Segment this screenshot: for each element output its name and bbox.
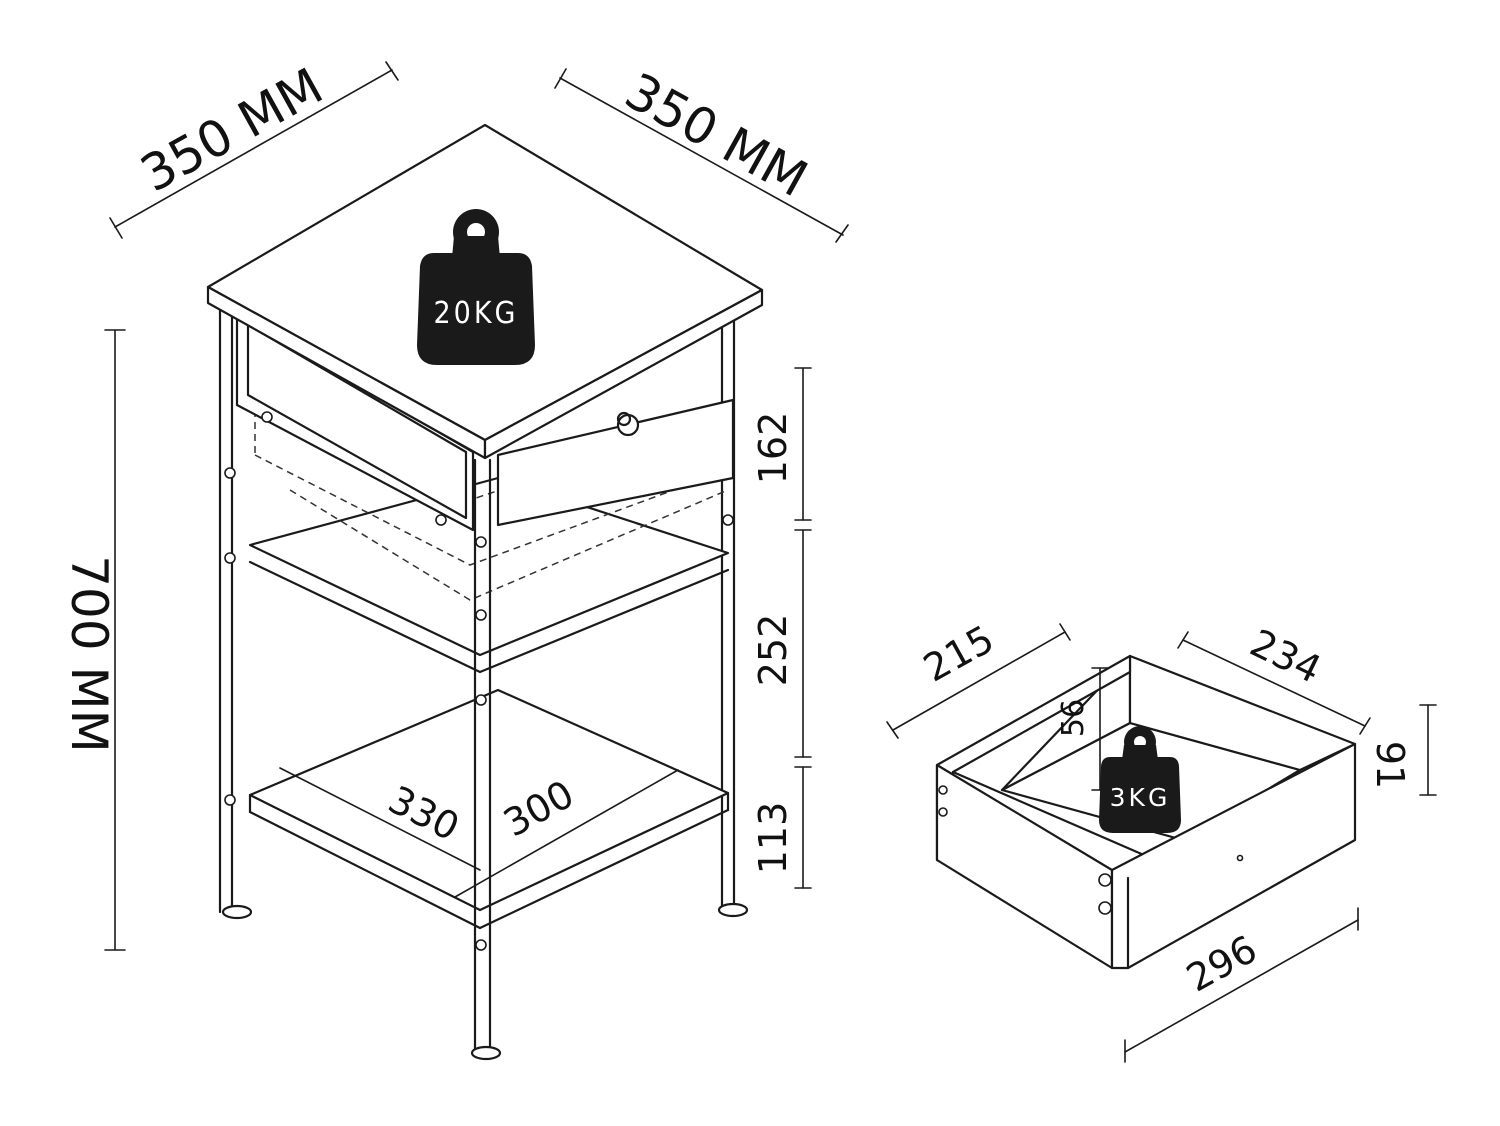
total-height-label: 700 MM — [60, 555, 118, 753]
drawer-height-label: 91 — [1368, 741, 1412, 789]
drawer-inner-height-label: 56 — [1056, 699, 1091, 737]
back-left-leg — [218, 298, 234, 914]
drawer-inner-depth-label: 234 — [1243, 621, 1327, 692]
drawer-inner-width-label: 215 — [916, 617, 1001, 691]
drawer-front-panel — [1110, 742, 1357, 970]
drawer-section-height-label: 162 — [751, 412, 795, 485]
weight-icon-small — [1099, 726, 1181, 833]
back-left-foot — [221, 904, 253, 920]
drawer-right-side — [1128, 654, 1357, 772]
front-leg — [473, 458, 492, 1055]
bottom-section-height-label: 113 — [751, 802, 795, 875]
top-width-left-label: 350 MM — [131, 57, 332, 204]
back-right-foot — [717, 902, 749, 918]
back-right-leg — [720, 303, 736, 910]
middle-section-height-label: 252 — [751, 614, 795, 687]
drawer-front — [496, 398, 735, 527]
drawer-load-label: 3KG — [1110, 783, 1171, 812]
weight-icon — [417, 209, 535, 365]
top-load-label: 20KG — [434, 296, 519, 331]
screws — [224, 411, 734, 951]
drawer-front-width-label: 296 — [1179, 927, 1264, 1001]
drawer-dimension-lines — [886, 623, 1437, 1063]
top-width-right-label: 350 MM — [616, 62, 817, 209]
front-foot — [470, 1045, 502, 1061]
dimension-lines — [104, 61, 849, 951]
